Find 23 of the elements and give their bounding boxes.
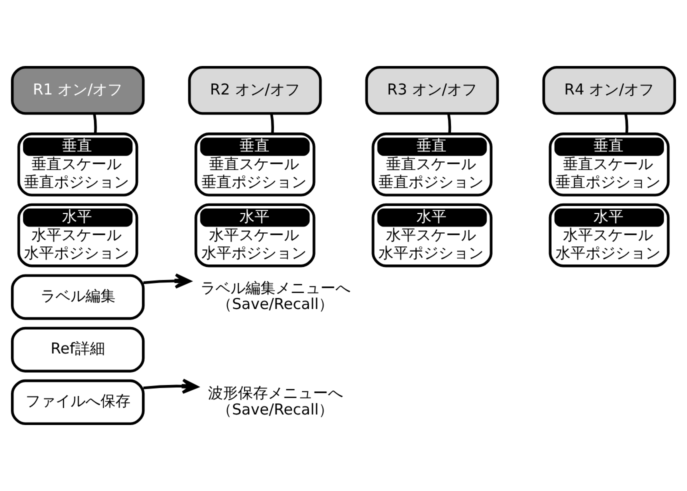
arrow [143, 273, 192, 289]
connector [93, 114, 97, 134]
node-box: 水平 水平スケール 水平ポジション [548, 203, 670, 268]
node-box: R3 オン/オフ [365, 66, 499, 115]
node-box: Ref詳細 [10, 326, 145, 372]
node-box: 垂直 垂直スケール 垂直ポジション [194, 132, 316, 196]
node-box: R2 オン/オフ [188, 66, 322, 115]
node-box: 垂直 垂直スケール 垂直ポジション [372, 132, 492, 196]
connector [447, 114, 452, 134]
node-box: 垂直 垂直スケール 垂直ポジション [548, 132, 670, 196]
node-box: ラベル編集 [10, 274, 145, 320]
node-box: 水平 水平スケール 水平ポジション [372, 203, 492, 268]
connector [624, 114, 628, 134]
node-text: ラベル編集メニューへ （Save/Recall） [200, 278, 350, 314]
node-box: 水平 水平スケール 水平ポジション [194, 203, 316, 268]
node-box: 垂直 垂直スケール 垂直ポジション [17, 132, 138, 196]
node-box: R1 オン/オフ [10, 66, 145, 115]
arrow [143, 378, 198, 394]
node-box: R4 オン/オフ [542, 66, 676, 115]
node-box: ファイルへ保存 [10, 379, 145, 426]
node-text: 波形保存メニューへ （Save/Recall） [208, 384, 343, 418]
node-box: 水平 水平スケール 水平ポジション [17, 203, 138, 268]
connector [270, 114, 274, 134]
